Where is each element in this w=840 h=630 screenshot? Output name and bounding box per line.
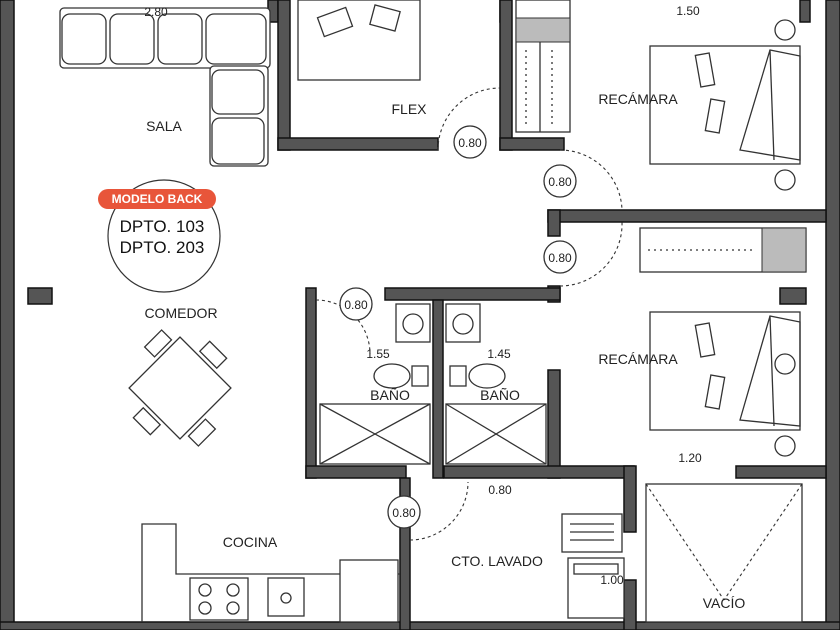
shower-right [445,403,547,465]
room-label-recamara-top: RECÁMARA [598,91,678,107]
bano-window-dimension: 0.80 [488,483,512,497]
lavado-dimension: 1.00 [600,573,624,587]
bano-left-door-badge [339,287,373,321]
hall-door-upper-dimension: 0.80 [548,175,572,189]
room-label-sala: SALA [146,118,182,134]
modelo-badge [98,189,216,209]
room-label-bano-right: BAÑO [480,387,520,403]
kitchen-counter [141,523,400,623]
closet-bottom [639,227,807,273]
unit-number-2: DPTO. 203 [120,238,205,257]
room-label-flex: FLEX [391,101,427,117]
modelo-badge-label: MODELO BACK [112,192,203,206]
room-label-lavado: CTO. LAVADO [451,553,543,569]
closet-top [515,0,571,133]
bano-left-door-dimension: 0.80 [344,298,368,312]
room-label-cocina: COCINA [223,534,278,550]
toilet-left [373,363,429,389]
cocina-door-badge [387,495,421,529]
void-area [645,483,803,623]
bed-top [649,19,801,191]
sofa-sectional [59,7,271,167]
bed-bottom [649,311,801,457]
washer [561,513,623,553]
room-label-vacio: VACÍO [703,595,746,611]
cocina-door-swing [409,481,469,541]
hall-door-lower-dimension: 0.80 [548,251,572,265]
room-label-comedor: COMEDOR [144,305,217,321]
sofa-dimension: 2.80 [144,5,168,19]
hall-door-lower-badge [543,240,577,274]
room-label-recamara-bottom: RECÁMARA [598,351,678,367]
hall-door-lower-swing [559,221,623,287]
flex-door-swing [437,87,501,151]
toilet-right [449,363,506,389]
unit-number-1: DPTO. 103 [120,217,205,236]
bano-right-width-dimension: 1.45 [487,347,511,361]
dryer [567,557,625,619]
dining-table [128,329,232,447]
bano-left-width-dimension: 1.55 [366,347,390,361]
hall-door-upper-badge [543,164,577,198]
room-label-bano-left: BAÑO [370,387,410,403]
shower-left [319,403,431,465]
flex-door-dimension: 0.80 [458,136,482,150]
sink-right [445,303,481,343]
recamara-top-dimension: 1.50 [676,4,700,18]
flex-door-dimension-badge [453,125,487,159]
sink-left [395,303,431,343]
interior-walls [27,0,827,630]
cocina-door-dimension: 0.80 [392,506,416,520]
recamara-bottom-window-dimension: 1.20 [678,451,702,465]
flex-desk [297,0,421,81]
